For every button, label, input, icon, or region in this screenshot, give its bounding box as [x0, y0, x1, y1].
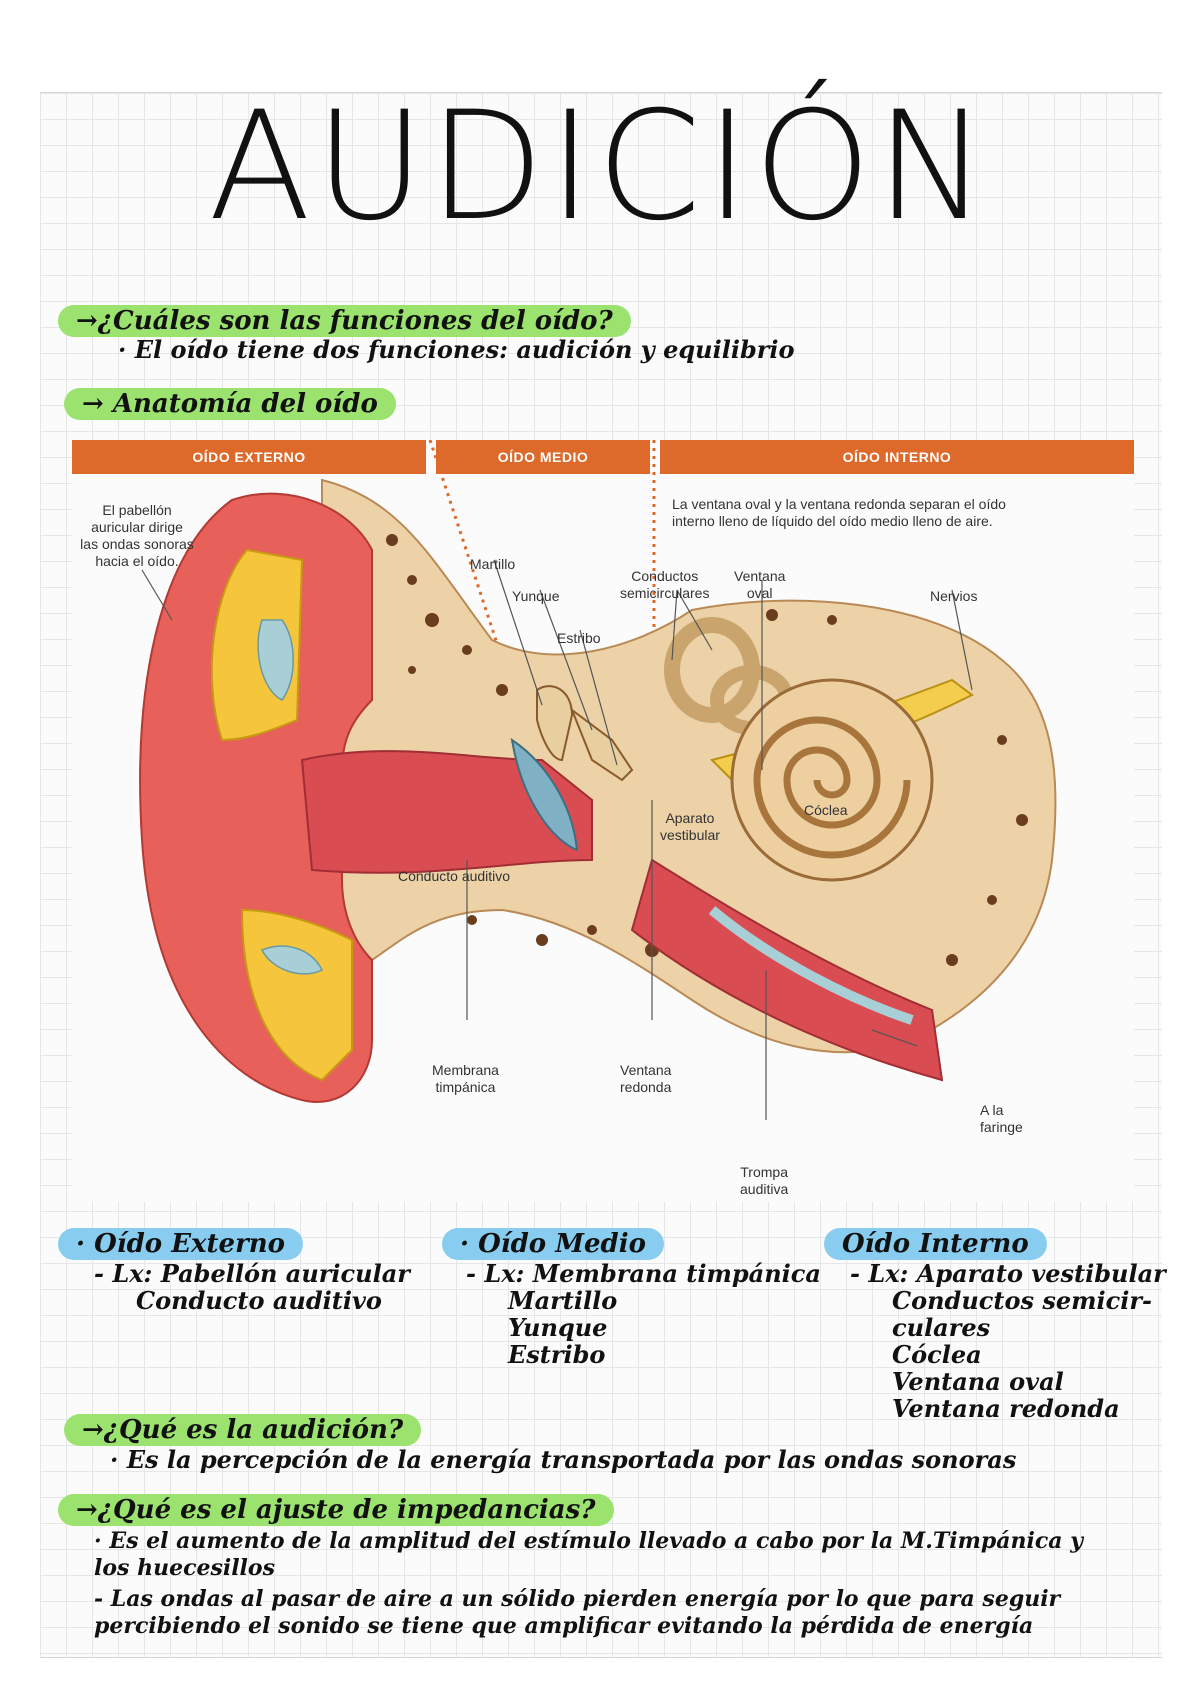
- heading-oido-externo: · Oído Externo: [58, 1228, 304, 1260]
- answer-impedancias-1: · Es el aumento de la amplitud del estím…: [94, 1528, 1083, 1554]
- list-item: - Lx: Pabellón auricular: [94, 1259, 410, 1288]
- answer-functions: · El oído tiene dos funciones: audición …: [118, 335, 795, 364]
- list-oido-externo: - Lx: Pabellón auricular Conducto auditi…: [84, 1260, 410, 1314]
- label-membrana-timpanica: Membrana timpánica: [432, 1062, 499, 1095]
- label-estribo: Estribo: [557, 630, 601, 646]
- list-oido-interno: - Lx: Aparato vestibular Conductos semic…: [840, 1260, 1166, 1422]
- question-impedancias: →¿Qué es el ajuste de impedancias?: [58, 1494, 614, 1526]
- label-coclea: Cóclea: [804, 802, 848, 818]
- label-trompa-auditiva: Trompa auditiva: [740, 1164, 789, 1197]
- list-item: Ventana oval: [892, 1367, 1064, 1396]
- label-nervios: Nervios: [930, 588, 978, 604]
- list-item: culares: [892, 1313, 991, 1342]
- heading-oido-interno: Oído Interno: [824, 1228, 1047, 1260]
- label-ventanas-info: La ventana oval y la ventana redonda sep…: [672, 496, 1006, 529]
- list-item: Cóclea: [892, 1340, 982, 1369]
- list-oido-medio: - Lx: Membrana timpánica Martillo Yunque…: [456, 1260, 821, 1368]
- page-title: AUDICIÓN: [208, 80, 992, 254]
- answer-impedancias-4: percibiendo el sonido se tiene que ampli…: [94, 1613, 1034, 1639]
- label-yunque: Yunque: [512, 588, 560, 604]
- label-martillo: Martillo: [470, 556, 516, 572]
- ear-anatomy-figure: OÍDO EXTERNO OÍDO MEDIO OÍDO INTERNO: [72, 440, 1134, 1202]
- bar-oido-interno: OÍDO INTERNO: [660, 440, 1134, 474]
- list-item: - Lx: Aparato vestibular: [850, 1259, 1166, 1288]
- question-audicion: →¿Qué es la audición?: [64, 1414, 422, 1446]
- label-conductos-semicirculares: Conductos semicirculares: [620, 568, 710, 601]
- list-item: Ventana redonda: [892, 1394, 1120, 1423]
- question-functions: →¿Cuáles son las funciones del oído?: [58, 305, 631, 337]
- answer-impedancias-2: los huecesillos: [94, 1555, 275, 1581]
- label-conducto-auditivo: Conducto auditivo: [398, 868, 511, 884]
- heading-oido-medio: · Oído Medio: [442, 1228, 664, 1260]
- answer-impedancias-3: - Las ondas al pasar de aire a un sólido…: [94, 1586, 1061, 1612]
- list-item: Estribo: [508, 1340, 606, 1369]
- list-item: Conductos semicir-: [892, 1286, 1152, 1315]
- list-item: - Lx: Membrana timpánica: [466, 1259, 821, 1288]
- bar-oido-medio: OÍDO MEDIO: [436, 440, 650, 474]
- label-pabellon: El pabellón auricular dirige las ondas s…: [80, 502, 194, 569]
- bar-oido-externo: OÍDO EXTERNO: [72, 440, 426, 474]
- ear-illustration: [139, 440, 1057, 1120]
- label-ventana-oval: Ventana oval: [734, 568, 786, 601]
- label-faringe: A la faringe: [980, 1102, 1023, 1135]
- heading-anatomy: → Anatomía del oído: [64, 388, 396, 420]
- list-item: Martillo: [508, 1286, 618, 1315]
- label-ventana-redonda: Ventana redonda: [620, 1062, 672, 1095]
- answer-audicion: · Es la percepción de la energía transpo…: [110, 1445, 1017, 1474]
- list-item: Yunque: [508, 1313, 608, 1342]
- label-aparato-vestibular: Aparato vestibular: [660, 810, 720, 843]
- list-item: Conducto auditivo: [136, 1286, 382, 1315]
